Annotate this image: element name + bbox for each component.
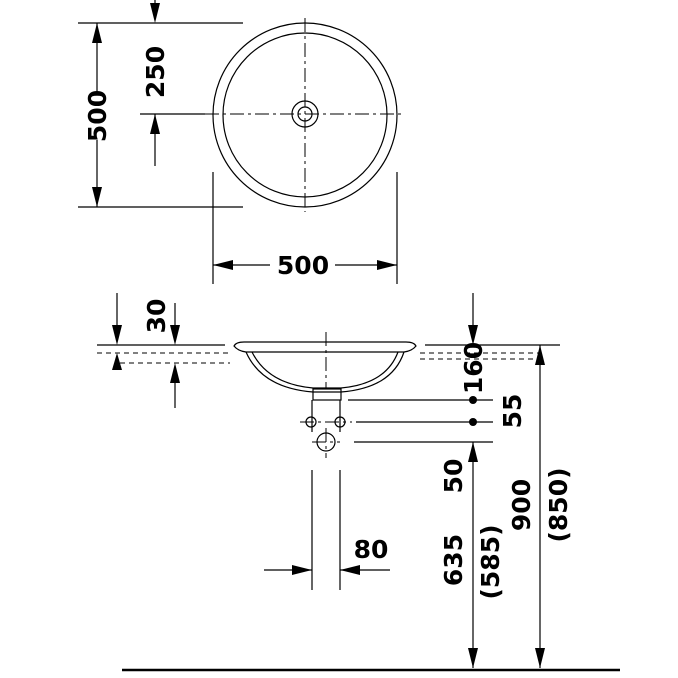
- rim-to-outlet-dimension: 160: [459, 293, 488, 394]
- width-dimension: 500: [213, 251, 397, 280]
- outlet-height-dimension: 50 635 (585): [439, 442, 505, 668]
- basin-bowl: [245, 351, 405, 393]
- outlet-width-label: 80: [354, 535, 389, 564]
- width-label: 500: [277, 251, 329, 280]
- basin-bowl-inner: [251, 351, 399, 389]
- rim-thickness-dimension: 30: [112, 293, 180, 408]
- top-view: 500 250 500: [78, 0, 405, 284]
- rim-thickness-label: 30: [142, 299, 171, 334]
- rim-to-outlet-label: 160: [459, 342, 488, 394]
- center-offset-dimension: 250: [141, 0, 170, 166]
- rim-height-dimension: 900 (850): [507, 345, 573, 668]
- side-view: 30 160 55: [97, 293, 620, 672]
- rim-height-alt-label: (850): [544, 467, 573, 542]
- connection-level-dot: [469, 418, 477, 426]
- basin-rim: [233, 341, 417, 353]
- outlet-height-alt-label: (585): [476, 524, 505, 599]
- outlet-offset-label: 50: [439, 459, 468, 494]
- outlet-width-dimension: 80: [264, 470, 390, 590]
- drain-outlet: [312, 388, 342, 401]
- trap-symbols: [300, 400, 352, 458]
- depth-label: 500: [83, 90, 112, 142]
- center-offset-label: 250: [141, 46, 170, 98]
- rim-height-label: 900: [507, 479, 536, 531]
- depth-dimension: 500: [82, 23, 112, 207]
- outlet-height-label: 635: [439, 534, 468, 586]
- outlet-level-dot: [469, 396, 477, 404]
- outlet-spacing-label: 55: [498, 394, 527, 429]
